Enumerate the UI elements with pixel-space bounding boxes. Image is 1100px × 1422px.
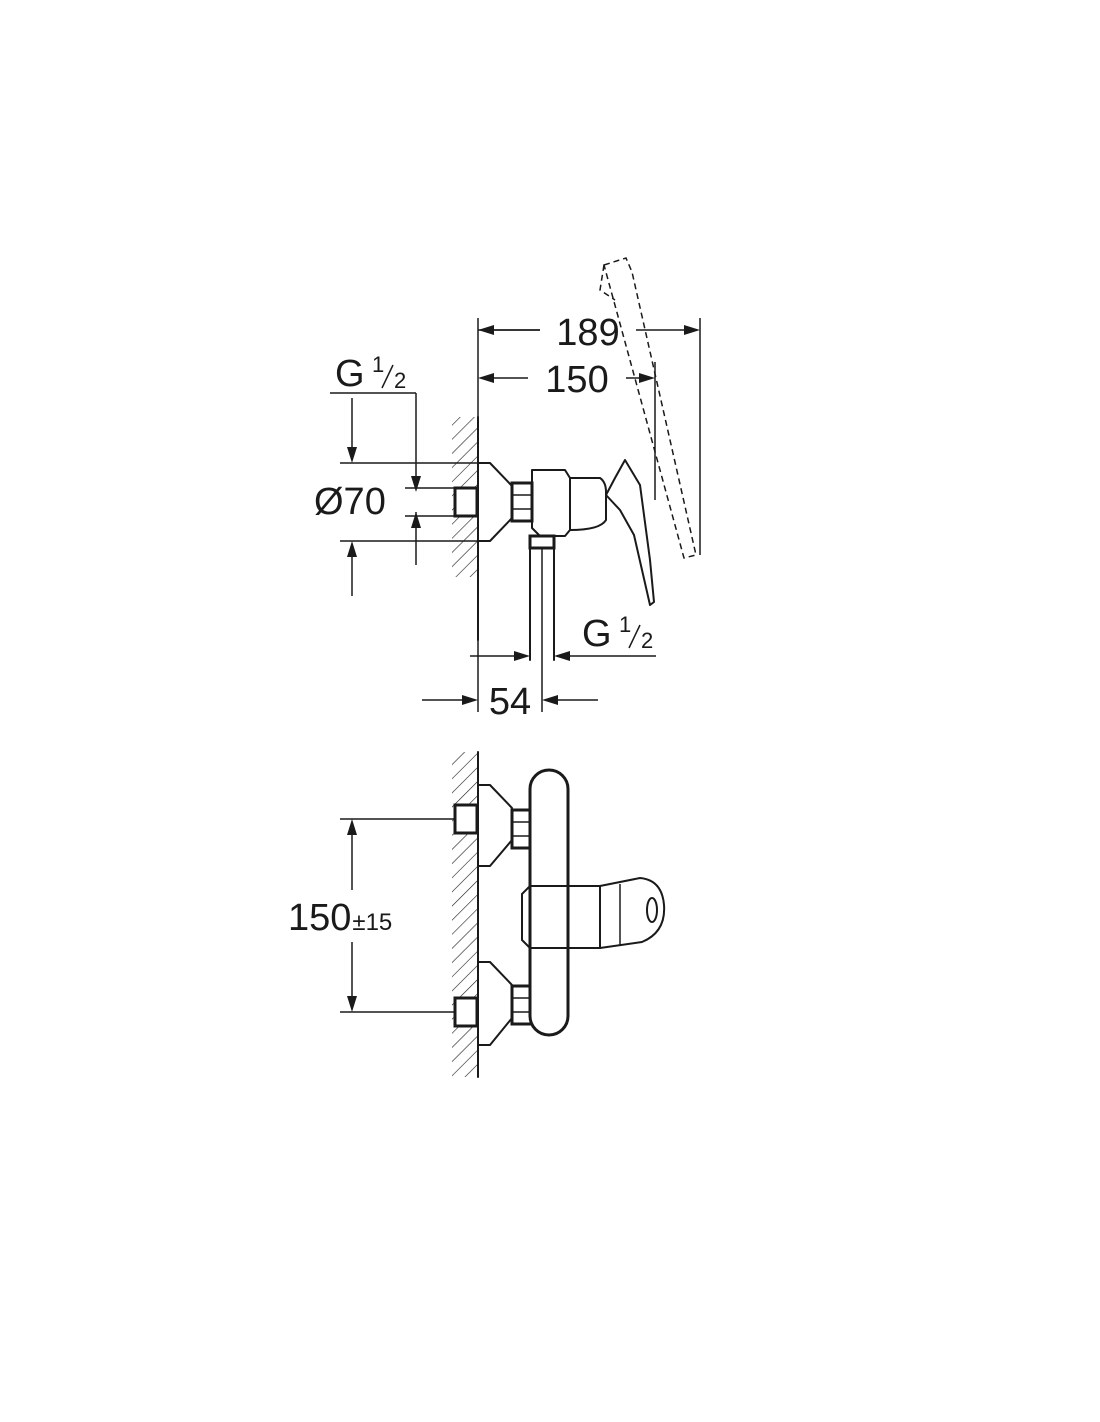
dim-outlet-thread: G 1 2 bbox=[582, 612, 653, 655]
inlet-square-upper bbox=[453, 803, 479, 835]
svg-text:2: 2 bbox=[394, 368, 406, 393]
lever-side bbox=[605, 459, 655, 606]
svg-text:150: 150 bbox=[288, 897, 351, 939]
svg-text:G: G bbox=[582, 613, 612, 655]
dim-centers: 150 ±15 bbox=[288, 897, 392, 939]
nut-side bbox=[510, 481, 534, 523]
rosette-lower bbox=[477, 961, 513, 1046]
rosette-side bbox=[477, 462, 513, 542]
dim-rosette-diameter: Ø70 bbox=[314, 481, 386, 523]
dimension-lines-bottom bbox=[340, 818, 455, 1013]
svg-text:1: 1 bbox=[619, 612, 631, 637]
inlet-square-side bbox=[453, 486, 479, 518]
svg-text:G: G bbox=[335, 353, 365, 395]
svg-text:±15: ±15 bbox=[352, 909, 392, 936]
dim-inlet-thread: G 1 2 bbox=[335, 352, 406, 395]
dim-150-handle: 150 bbox=[545, 359, 608, 401]
dim-189: 189 bbox=[556, 312, 619, 354]
inlet-square-lower bbox=[453, 996, 479, 1028]
lever-ghost bbox=[603, 257, 697, 559]
svg-text:1: 1 bbox=[372, 352, 384, 377]
dim-54: 54 bbox=[489, 681, 531, 723]
side-view bbox=[452, 257, 697, 712]
lever-front bbox=[599, 877, 666, 949]
outlet-connector bbox=[528, 534, 556, 550]
rosette-upper bbox=[477, 784, 513, 867]
dimension-lines-top bbox=[330, 318, 701, 712]
svg-text:2: 2 bbox=[641, 628, 653, 653]
mixer-body-front bbox=[528, 768, 570, 1037]
mixer-body-side bbox=[531, 469, 571, 537]
front-view bbox=[452, 751, 666, 1078]
wall-hatch-bottom bbox=[452, 752, 478, 1077]
